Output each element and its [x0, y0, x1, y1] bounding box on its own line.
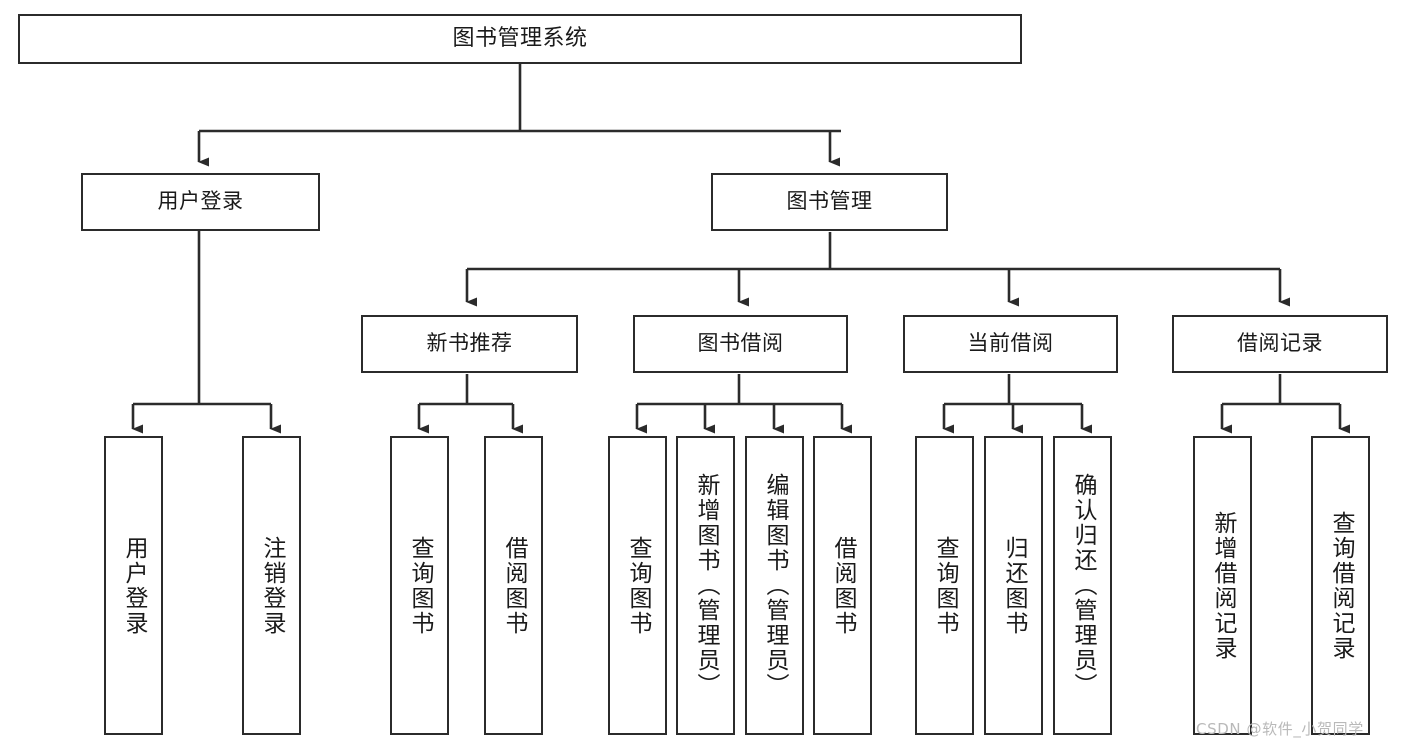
node-leaf-user-login-label: 用户登录	[121, 535, 147, 636]
node-leaf-add-borrow-record[interactable]: 新增借阅记录	[1193, 436, 1252, 735]
node-root-label: 图书管理系统	[452, 25, 588, 51]
node-leaf-edit-book-admin[interactable]: 编辑图书（管理员）	[745, 436, 804, 735]
node-new-book-recommend-label: 新书推荐	[426, 331, 513, 356]
csdn-watermark: CSDN @软件_小贺同学	[1196, 720, 1364, 738]
node-leaf-add-book-admin-label: 新增图书（管理员）	[693, 473, 719, 698]
node-user-login-label: 用户登录	[157, 189, 244, 214]
node-root[interactable]: 图书管理系统	[18, 14, 1022, 64]
node-leaf-query-borrow-record-label: 查询借阅记录	[1328, 510, 1354, 661]
node-leaf-edit-book-admin-label: 编辑图书（管理员）	[762, 473, 788, 698]
node-leaf-query-book-current-label: 查询图书	[932, 535, 958, 636]
node-current-borrow-label: 当前借阅	[967, 331, 1054, 356]
node-leaf-query-borrow-record[interactable]: 查询借阅记录	[1311, 436, 1370, 735]
node-leaf-borrow-book[interactable]: 借阅图书	[813, 436, 872, 735]
node-book-borrow[interactable]: 图书借阅	[633, 315, 848, 373]
node-leaf-borrow-book-label: 借阅图书	[830, 535, 856, 636]
node-leaf-query-book-current[interactable]: 查询图书	[915, 436, 974, 735]
node-leaf-confirm-return-admin[interactable]: 确认归还（管理员）	[1053, 436, 1112, 735]
node-borrow-record[interactable]: 借阅记录	[1172, 315, 1388, 373]
node-book-management[interactable]: 图书管理	[711, 173, 948, 231]
node-book-borrow-label: 图书借阅	[697, 331, 784, 356]
node-leaf-return-book[interactable]: 归还图书	[984, 436, 1043, 735]
node-leaf-query-book-recommend-label: 查询图书	[407, 535, 433, 636]
node-book-management-label: 图书管理	[786, 189, 873, 214]
node-leaf-user-logout[interactable]: 注销登录	[242, 436, 301, 735]
node-leaf-add-book-admin[interactable]: 新增图书（管理员）	[676, 436, 735, 735]
node-leaf-query-book-recommend[interactable]: 查询图书	[390, 436, 449, 735]
node-leaf-user-logout-label: 注销登录	[259, 535, 285, 636]
node-leaf-return-book-label: 归还图书	[1001, 535, 1027, 636]
node-leaf-borrow-book-recommend[interactable]: 借阅图书	[484, 436, 543, 735]
node-leaf-query-book-borrow[interactable]: 查询图书	[608, 436, 667, 735]
node-leaf-query-book-borrow-label: 查询图书	[625, 535, 651, 636]
node-leaf-add-borrow-record-label: 新增借阅记录	[1210, 510, 1236, 661]
node-current-borrow[interactable]: 当前借阅	[903, 315, 1118, 373]
node-new-book-recommend[interactable]: 新书推荐	[361, 315, 578, 373]
node-leaf-user-login[interactable]: 用户登录	[104, 436, 163, 735]
node-borrow-record-label: 借阅记录	[1237, 331, 1323, 356]
node-leaf-borrow-book-recommend-label: 借阅图书	[501, 535, 527, 636]
node-user-login[interactable]: 用户登录	[81, 173, 320, 231]
node-leaf-confirm-return-admin-label: 确认归还（管理员）	[1070, 473, 1096, 698]
